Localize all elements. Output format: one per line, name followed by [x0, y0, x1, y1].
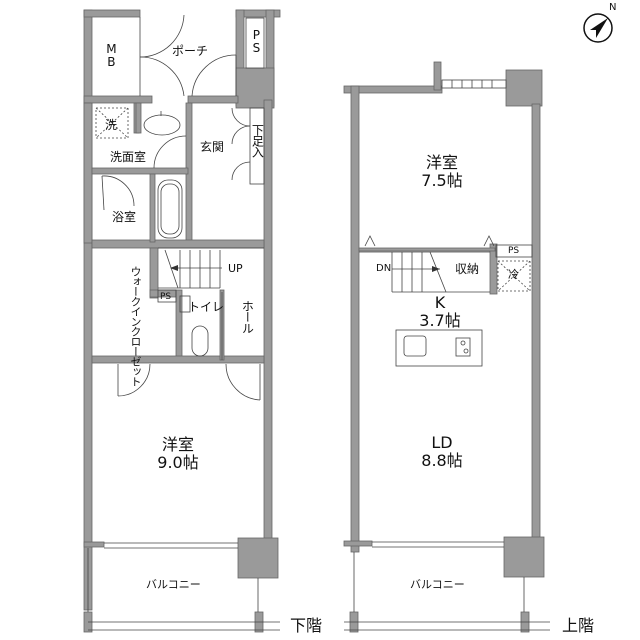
ps-top-label: PS	[249, 28, 264, 54]
toilet-label: トイレ	[188, 300, 225, 314]
upper-floor-label: 上階	[562, 616, 595, 635]
western-room-lower: 洋室 9.0帖	[148, 435, 208, 473]
lower-floor-label: 下階	[290, 616, 323, 635]
balcony-upper-label: バルコニー	[410, 578, 465, 591]
room-name: 洋室	[161, 435, 194, 454]
living-dining: LD 8.8帖	[412, 433, 472, 471]
hall-label: ホール	[240, 300, 255, 333]
stairs-down-label: DN	[376, 263, 392, 274]
ps-upper-label: PS	[508, 246, 520, 256]
balcony-lower-label: バルコニー	[146, 578, 201, 591]
washer-label: 洗	[105, 118, 118, 132]
room-size: 9.0帖	[157, 453, 199, 473]
room-size: 7.5帖	[421, 171, 463, 191]
room-name: 洋室	[425, 153, 458, 172]
bathroom-label: 浴室	[112, 210, 137, 224]
stairs-up-label: UP	[228, 262, 243, 275]
compass-north-label: N	[609, 2, 617, 13]
storage-label: 収納	[455, 262, 480, 276]
room-name: K	[434, 293, 446, 312]
room-size: 3.7帖	[419, 311, 461, 331]
fridge-label: 冷	[508, 268, 519, 281]
room-name: LD	[431, 433, 453, 452]
mb-label: MB	[104, 42, 119, 68]
western-room-upper: 洋室 7.5帖	[412, 153, 472, 191]
porch-label: ポーチ	[172, 44, 209, 58]
shoe-storage-label: 下足入	[250, 124, 265, 157]
ps-small-label: PS	[160, 292, 172, 302]
kitchen: K 3.7帖	[410, 293, 470, 331]
room-size: 8.8帖	[421, 451, 463, 471]
washroom-label: 洗面室	[110, 150, 147, 164]
walk-in-closet-label: ウォークインクローゼット	[129, 266, 142, 386]
entrance-label: 玄関	[200, 140, 225, 154]
